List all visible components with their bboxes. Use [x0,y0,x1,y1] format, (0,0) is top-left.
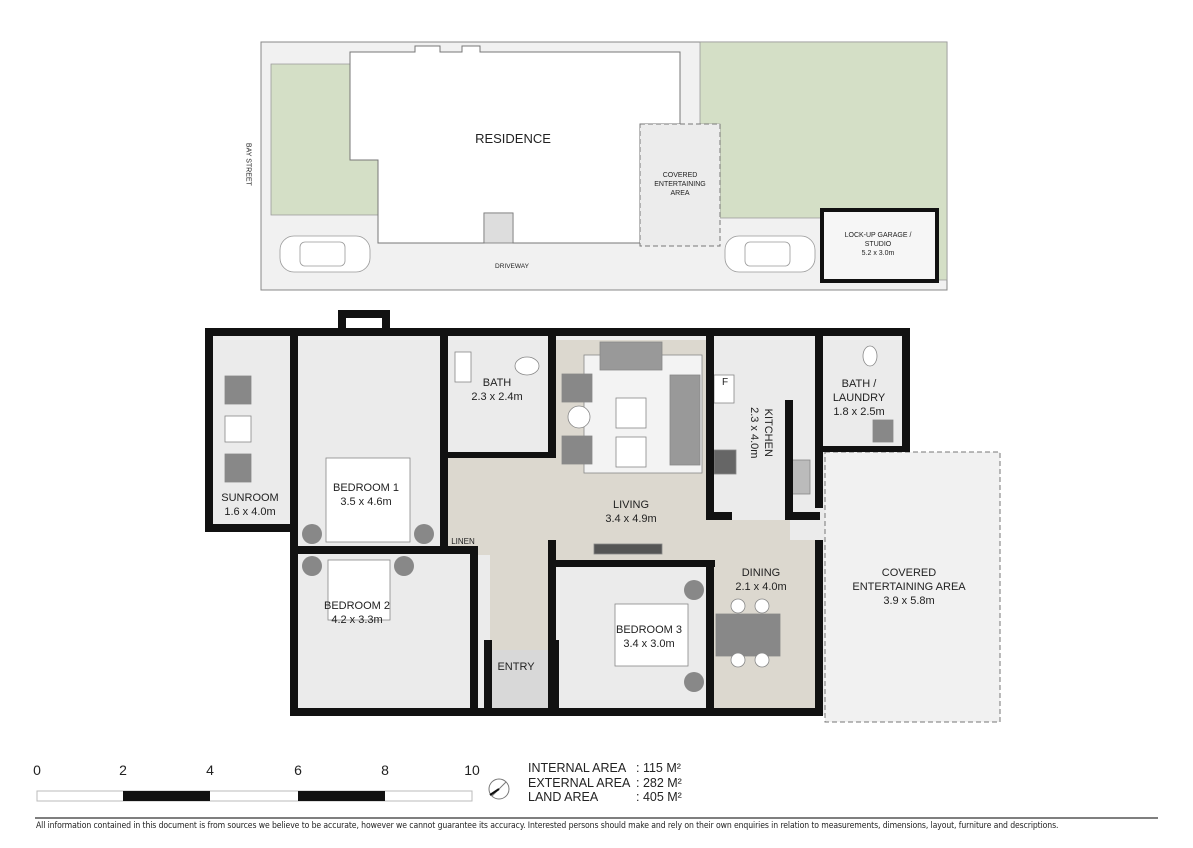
area-values: : 115 M²: 282 M²: 405 M² [636,761,682,804]
armchair-icon [561,373,593,403]
driveway-label: DRIVEWAY [495,263,529,270]
walls [205,310,910,716]
bed-icon [614,603,689,667]
fridge-label: F [721,377,729,388]
scale-label: 0 [33,762,41,778]
residence-label: RESIDENCE [475,131,551,146]
site-covered-area [639,123,721,247]
covered-entertaining-area [824,451,1001,723]
bed-icon [327,559,391,621]
sofa-icon [599,341,663,371]
linen-label: LINEN [451,537,475,546]
site-plan [260,41,948,291]
scale-label: 4 [206,762,214,778]
scale-label: 6 [294,762,302,778]
car-icon [279,235,816,273]
scale-label: 8 [381,762,389,778]
room-entry: ENTRY [497,661,535,673]
bed-icon [325,457,411,543]
armchair-icon [224,375,252,405]
garage [820,208,939,283]
disclaimer: All information contained in this docume… [36,821,1059,831]
dining-table [715,613,781,657]
tv-unit [593,543,663,555]
furniture [224,341,894,692]
scale-bar [36,790,473,802]
scale-label: 2 [119,762,127,778]
street-label: BAY STREET [244,142,252,186]
north-arrow-icon [488,778,510,800]
entry-floor [490,650,553,712]
sofa-icon [669,374,701,466]
armchair-icon [224,453,252,483]
scale-label: 10 [464,762,480,778]
armchair-icon [561,435,593,465]
